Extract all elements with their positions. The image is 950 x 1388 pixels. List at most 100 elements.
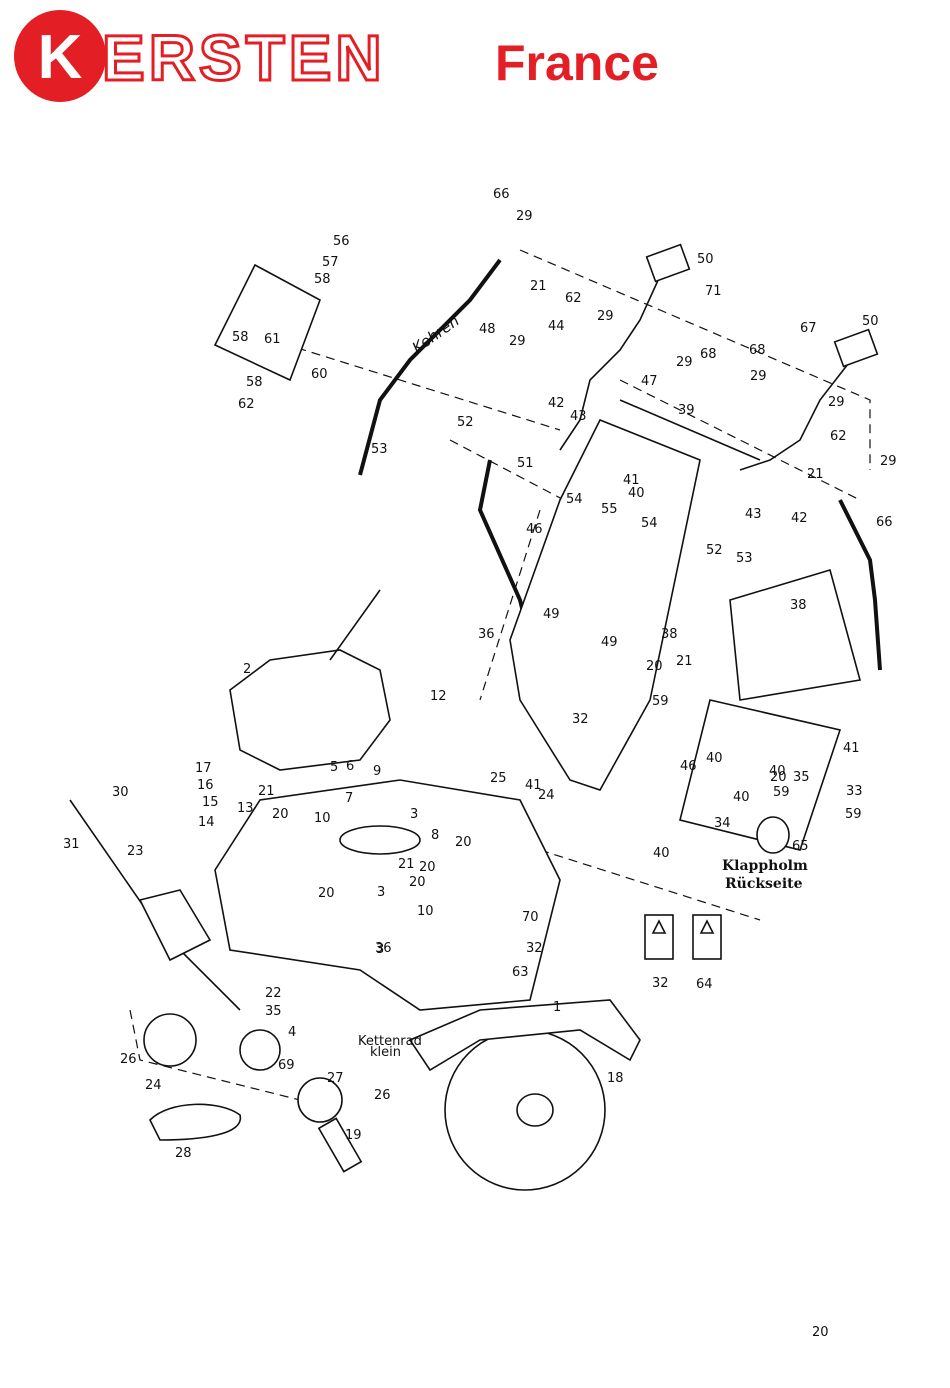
- part-label-65: 65: [792, 839, 809, 854]
- part-label-31: 31: [63, 837, 80, 852]
- handle-28: [317, 1117, 363, 1173]
- part-label-40: 40: [628, 486, 645, 501]
- part-label-40: 40: [733, 790, 750, 805]
- part-label-66: 66: [493, 187, 510, 202]
- part-label-29: 29: [828, 395, 845, 410]
- part-label-17: 17: [195, 761, 212, 776]
- part-label-43: 43: [570, 409, 587, 424]
- part-label-33: 33: [846, 784, 863, 799]
- part-label-56: 56: [333, 234, 350, 249]
- part-label-51: 51: [517, 456, 534, 471]
- part-label-20: 20: [409, 875, 426, 890]
- part-label-69: 69: [278, 1058, 295, 1073]
- part-label-42: 42: [791, 511, 808, 526]
- logo-letter: K: [38, 23, 83, 92]
- caption-klein: klein: [370, 1045, 401, 1060]
- part-label-57: 57: [322, 255, 339, 270]
- part-label-4: 4: [288, 1025, 296, 1040]
- part-label-48: 48: [479, 322, 496, 337]
- central-column: [509, 418, 701, 791]
- part-label-66: 66: [876, 515, 893, 530]
- part-label-41: 41: [843, 741, 860, 756]
- part-label-28: 28: [175, 1146, 192, 1161]
- part-label-22: 22: [265, 986, 282, 1001]
- part-label-9: 9: [373, 764, 381, 779]
- part-label-50: 50: [862, 314, 879, 329]
- part-label-49: 49: [543, 607, 560, 622]
- handle-left: [559, 264, 666, 451]
- part-label-20: 20: [646, 659, 663, 674]
- part-label-63: 63: [512, 965, 529, 980]
- part-label-15: 15: [202, 795, 219, 810]
- wheel: [444, 1029, 606, 1191]
- caption-kehren: Kehren: [409, 312, 463, 357]
- chassis-hole: [339, 825, 421, 855]
- part-label-1: 1: [553, 1000, 561, 1015]
- part-label-3: 3: [410, 807, 418, 822]
- part-label-27: 27: [327, 1071, 344, 1086]
- knob-33: [756, 816, 790, 854]
- part-label-16: 16: [197, 778, 214, 793]
- wheel-hub: [516, 1093, 554, 1127]
- logo-badge: [14, 10, 106, 102]
- brand-header: K ERSTEN France: [0, 0, 950, 110]
- part-label-7: 7: [345, 791, 353, 806]
- part-label-26: 26: [374, 1088, 391, 1103]
- part-label-29: 29: [676, 355, 693, 370]
- part-label-38: 38: [661, 627, 678, 642]
- part-label-58: 58: [314, 272, 331, 287]
- part-label-26: 26: [120, 1052, 137, 1067]
- part-label-21: 21: [398, 857, 415, 872]
- part-label-35: 35: [793, 770, 810, 785]
- handle-crossbar: [619, 399, 761, 461]
- part-label-19: 19: [345, 1128, 362, 1143]
- part-label-70: 70: [522, 910, 539, 925]
- brand-country: France: [495, 35, 659, 91]
- shaft-coupling: [138, 889, 212, 962]
- part-label-21: 21: [676, 654, 693, 669]
- part-label-20: 20: [770, 770, 787, 785]
- grip-left: [645, 243, 691, 283]
- part-label-40: 40: [706, 751, 723, 766]
- part-label-46: 46: [680, 759, 697, 774]
- warning-sticker-64: [644, 914, 674, 960]
- part-label-21: 21: [530, 279, 547, 294]
- part-label-68: 68: [749, 343, 766, 358]
- part-label-42: 42: [548, 396, 565, 411]
- chain-25: [149, 1103, 241, 1141]
- grip-right: [833, 328, 879, 368]
- engine-starter-cord: [329, 589, 381, 661]
- warning-sticker-63: [692, 914, 722, 960]
- part-label-29: 29: [509, 334, 526, 349]
- part-label-29: 29: [880, 454, 897, 469]
- part-label-53: 53: [371, 442, 388, 457]
- part-label-29: 29: [516, 209, 533, 224]
- chassis: [214, 779, 561, 1011]
- part-label-12: 12: [430, 689, 447, 704]
- part-label-10: 10: [314, 811, 331, 826]
- part-label-58: 58: [232, 330, 249, 345]
- part-label-59: 59: [845, 807, 862, 822]
- part-label-24: 24: [145, 1078, 162, 1093]
- part-label-40: 40: [769, 764, 786, 779]
- pulley-26: [239, 1029, 281, 1071]
- part-label-54: 54: [641, 516, 658, 531]
- part-label-36: 36: [375, 941, 392, 956]
- part-label-32: 32: [652, 976, 669, 991]
- pulley-26b: [297, 1077, 343, 1123]
- part-label-71: 71: [705, 284, 722, 299]
- part-label-39: 39: [678, 403, 695, 418]
- part-label-58: 58: [246, 375, 263, 390]
- handle-right: [739, 354, 856, 471]
- part-label-34: 34: [714, 816, 731, 831]
- part-label-36: 36: [478, 627, 495, 642]
- caption-rueckseite: Rückseite: [725, 876, 803, 892]
- part-label-35: 35: [265, 1004, 282, 1019]
- sprocket-24: [143, 1013, 197, 1067]
- part-label-21: 21: [258, 784, 275, 799]
- part-label-32: 32: [572, 712, 589, 727]
- part-label-20: 20: [455, 835, 472, 850]
- part-label-6: 6: [346, 759, 354, 774]
- part-label-20: 20: [318, 886, 335, 901]
- part-label-24: 24: [538, 788, 555, 803]
